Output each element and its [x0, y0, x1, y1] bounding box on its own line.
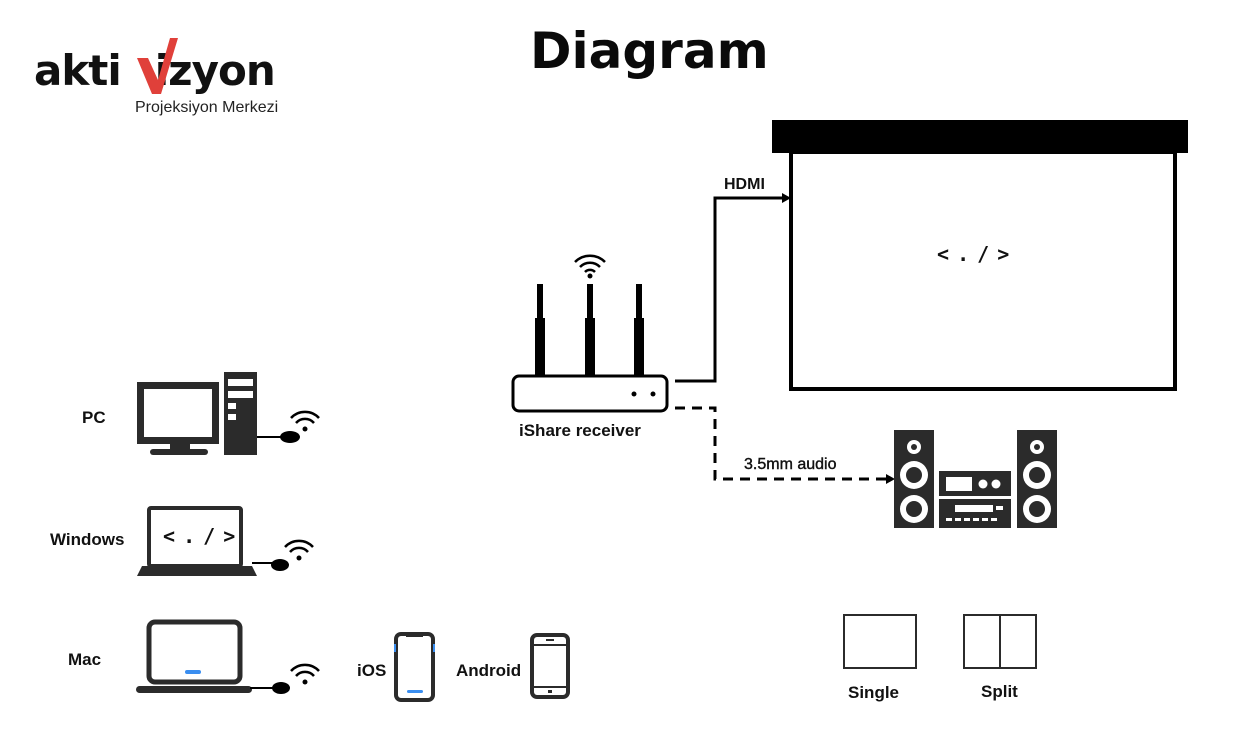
source-label-ios: iOS: [357, 661, 387, 680]
mode-label-split: Split: [981, 682, 1018, 701]
logo-v-icon: [137, 38, 178, 94]
wifi-icon: [574, 254, 606, 279]
source-label-mac: Mac: [68, 650, 102, 669]
wifi-icon: [284, 539, 314, 561]
logo-tagline: Projeksiyon Merkezi: [135, 99, 279, 116]
desktop-pc-icon: [137, 372, 300, 455]
source-label-android: Android: [456, 661, 522, 680]
audio-connection: [675, 406, 895, 484]
wifi-icon: [290, 410, 320, 432]
page-title: Diagram: [530, 22, 769, 80]
iphone-icon: [394, 632, 435, 702]
windows-screen-text: < . / >: [163, 524, 235, 548]
android-phone-icon: [530, 633, 570, 699]
logo-suffix: izyon: [154, 46, 276, 95]
logo-wordmark: akti izyon: [34, 46, 276, 95]
audio-label: 3.5mm audio: [744, 456, 837, 473]
receiver-label: iShare receiver: [519, 421, 641, 440]
hdmi-label: HDMI: [724, 176, 765, 193]
screen-content: < . / >: [937, 242, 1009, 266]
macbook-icon: [136, 619, 290, 694]
source-label-pc: PC: [82, 408, 106, 427]
split-screen-icon: [963, 614, 1037, 669]
source-label-windows: Windows: [50, 530, 125, 549]
logo-prefix: akti: [34, 46, 122, 95]
stereo-system-icon: [894, 430, 1057, 528]
hdmi-connection: [675, 193, 791, 383]
mode-label-single: Single: [848, 683, 900, 702]
wifi-icon: [290, 663, 320, 685]
laptop-icon: [137, 506, 289, 576]
single-screen-icon: [843, 614, 917, 669]
router-icon: [511, 254, 669, 413]
projector-screen-icon: [772, 120, 1188, 391]
